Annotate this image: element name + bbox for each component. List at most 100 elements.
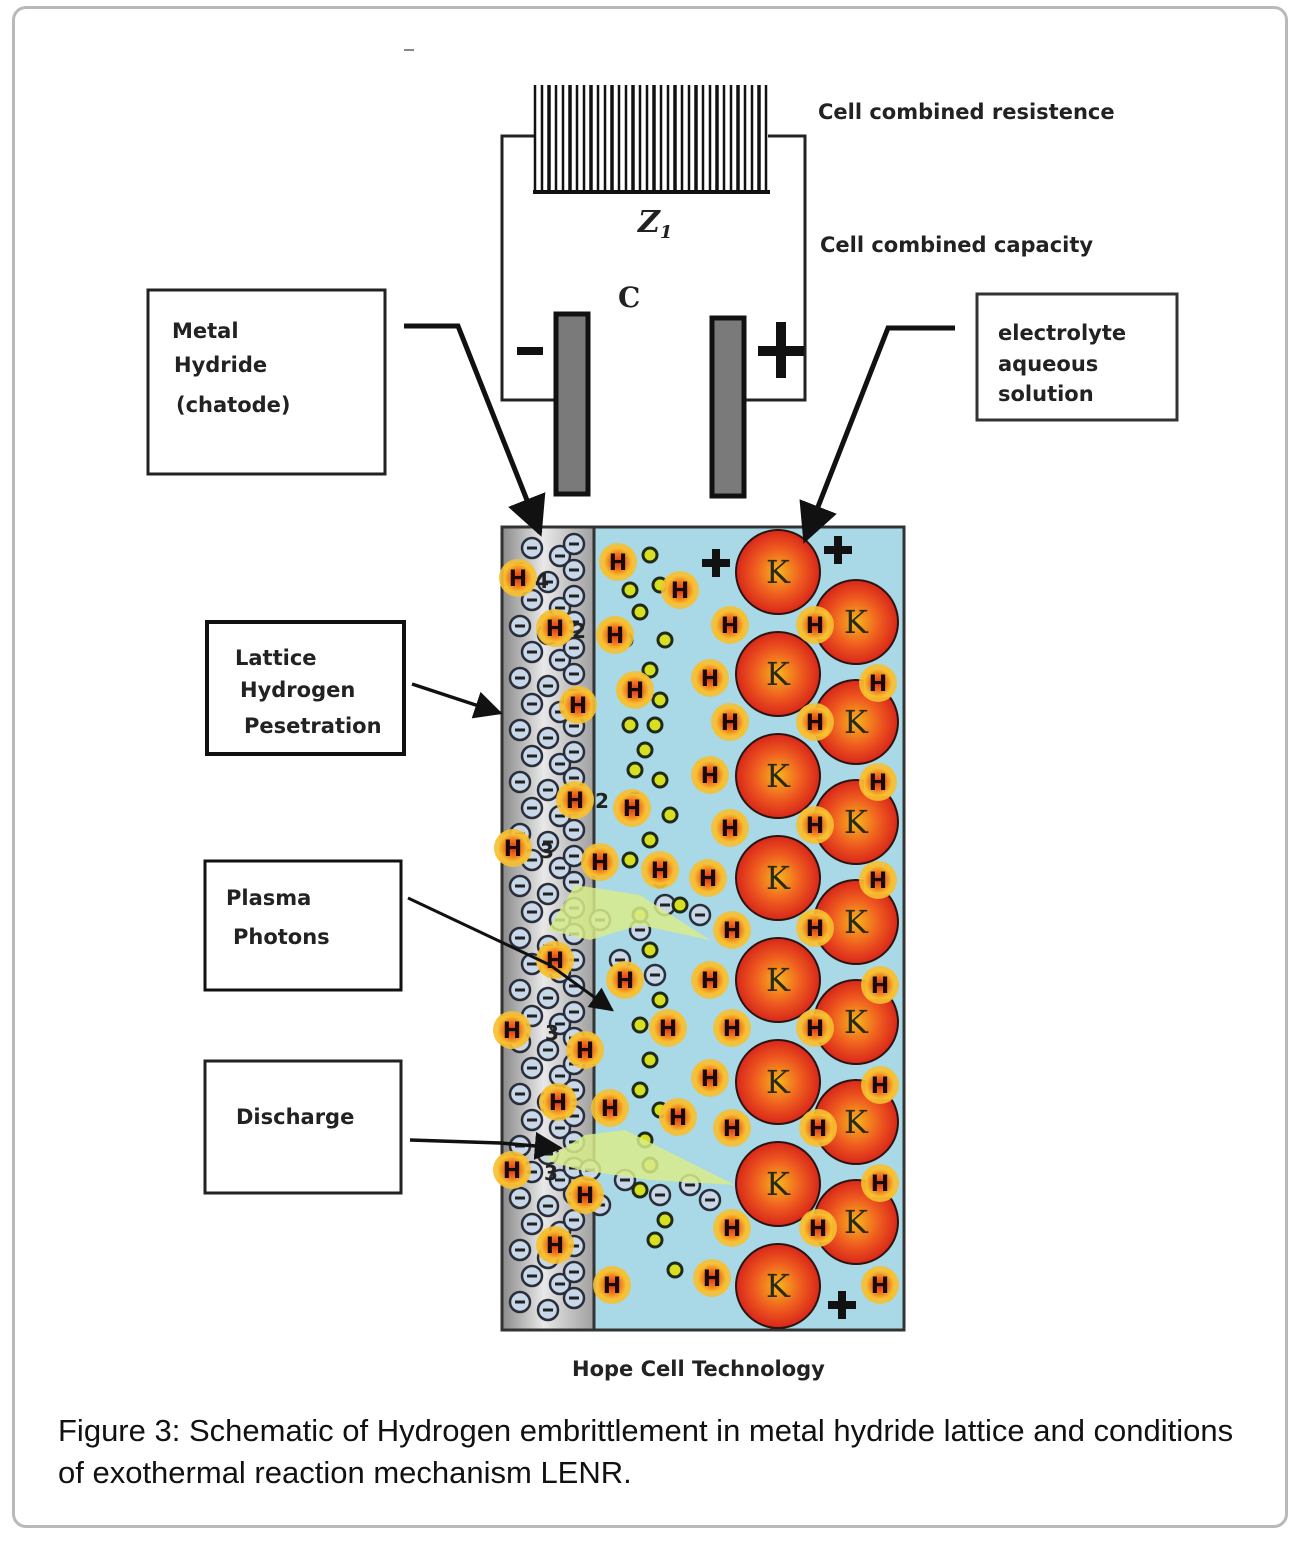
yellow-particle	[651, 771, 669, 789]
svg-text:H: H	[721, 614, 739, 639]
hydrogen-ion: H	[661, 571, 699, 609]
svg-text:H: H	[871, 1074, 889, 1099]
potassium-ion: K	[735, 1243, 821, 1329]
electron-particle	[508, 1186, 532, 1210]
svg-text:H: H	[721, 711, 739, 736]
plasma-zone	[548, 885, 710, 940]
svg-text:H: H	[603, 1274, 621, 1299]
electron-particle	[520, 900, 544, 924]
hydrogen-ion: H	[859, 664, 897, 702]
electron-particle	[548, 544, 572, 568]
impedance-symbol: Z1	[637, 205, 672, 243]
hydrogen-ion: H	[711, 703, 749, 741]
electron-particle	[508, 770, 532, 794]
hydrogen-ion: H	[861, 1266, 899, 1304]
electron-particle	[520, 1264, 544, 1288]
svg-text:H: H	[871, 1172, 889, 1197]
electron-particle	[688, 903, 712, 927]
electron-particle	[562, 558, 586, 582]
svg-text:K: K	[844, 1003, 869, 1041]
hydrogen-ion: H	[556, 781, 594, 819]
svg-text:K: K	[766, 859, 791, 897]
figure-caption: Figure 3: Schematic of Hydrogen embrittl…	[58, 1410, 1258, 1494]
hydrogen-ion: H	[799, 1109, 837, 1147]
yellow-particle	[641, 831, 659, 849]
hydrogen-ion: H	[796, 1009, 834, 1047]
electron-particle	[562, 1286, 586, 1310]
electron-particle	[562, 1208, 586, 1232]
yellow-particle	[641, 941, 659, 959]
svg-text:H: H	[616, 969, 634, 994]
hydrogen-ion: H	[859, 861, 897, 899]
leader-arrows	[404, 323, 955, 1160]
hydrogen-ion: H	[536, 941, 574, 979]
svg-text:H: H	[701, 1067, 719, 1092]
electron-particle	[508, 926, 532, 950]
hydrogen-ion: H	[691, 756, 729, 794]
svg-text:H: H	[869, 771, 887, 796]
hydrogen-ion: H	[796, 909, 834, 947]
hydrogen-ion: H	[713, 911, 751, 949]
svg-text:H: H	[871, 974, 889, 999]
electron-particle	[536, 1038, 560, 1062]
svg-text:K: K	[766, 655, 791, 693]
svg-text:H: H	[723, 1117, 741, 1142]
hydrogen-ion: H	[713, 1209, 751, 1247]
plus-sign-icon	[758, 322, 804, 378]
svg-text:H: H	[809, 1117, 827, 1142]
resistance-label: Cell combined resistence	[818, 100, 1115, 124]
svg-text:H: H	[546, 949, 564, 974]
svg-text:H: H	[806, 917, 824, 942]
svg-text:Hydride: Hydride	[174, 353, 267, 377]
svg-text:H: H	[723, 1017, 741, 1042]
svg-text:H: H	[503, 1019, 521, 1044]
lenr-schematic: Cell combined resistence Z1 Cell combine…	[146, 49, 1179, 1381]
plus-charge-icon	[702, 549, 730, 577]
electron-particle	[562, 636, 586, 660]
hydrogen-subscript: 3	[540, 839, 554, 863]
electron-particle	[536, 1194, 560, 1218]
svg-text:H: H	[701, 969, 719, 994]
yellow-particle	[621, 581, 639, 599]
hydrogen-ion: H	[796, 703, 834, 741]
yellow-particle	[641, 1051, 659, 1069]
electron-particle	[648, 1183, 672, 1207]
footer-label: Hope Cell Technology	[572, 1357, 825, 1381]
electron-particle	[562, 532, 586, 556]
hydrogen-ion: H	[861, 1066, 899, 1104]
potassium-ion: K	[735, 631, 821, 717]
electron-particle	[536, 882, 560, 906]
caption-figure-label: Figure 3	[58, 1413, 172, 1448]
electron-particle	[698, 1188, 722, 1212]
yellow-particle	[626, 761, 644, 779]
svg-text:H: H	[549, 1091, 567, 1116]
yellow-particle	[631, 1081, 649, 1099]
lattice-box: Lattice Hydrogen Pesetration	[205, 620, 406, 756]
svg-text:H: H	[699, 867, 717, 892]
svg-text:Lattice: Lattice	[235, 646, 317, 670]
metal-hydride-box: Metal Hydride (chatode)	[146, 288, 387, 476]
svg-text:K: K	[766, 553, 791, 591]
electron-particle	[548, 648, 572, 672]
svg-text:H: H	[701, 764, 719, 789]
svg-text:H: H	[601, 1097, 619, 1122]
hydrogen-ion: H	[536, 1226, 574, 1264]
hydrogen-ion: H	[591, 1089, 629, 1127]
yellow-particle	[641, 661, 659, 679]
hydrogen-ion: H	[649, 1009, 687, 1047]
hydrogen-ion: H	[799, 1209, 837, 1247]
electron-particle	[520, 1056, 544, 1080]
electron-particle	[508, 666, 532, 690]
electron-particle	[536, 778, 560, 802]
svg-text:H: H	[566, 789, 584, 814]
electron-particle	[520, 692, 544, 716]
hydrogen-ion: H	[796, 606, 834, 644]
electron-particle	[520, 744, 544, 768]
svg-text:Photons: Photons	[233, 925, 330, 949]
potassium-ion: K	[735, 835, 821, 921]
electron-particle	[536, 830, 560, 854]
plasma-zones	[545, 885, 735, 1185]
svg-text:H: H	[576, 1184, 594, 1209]
potassium-ion: K	[735, 733, 821, 819]
